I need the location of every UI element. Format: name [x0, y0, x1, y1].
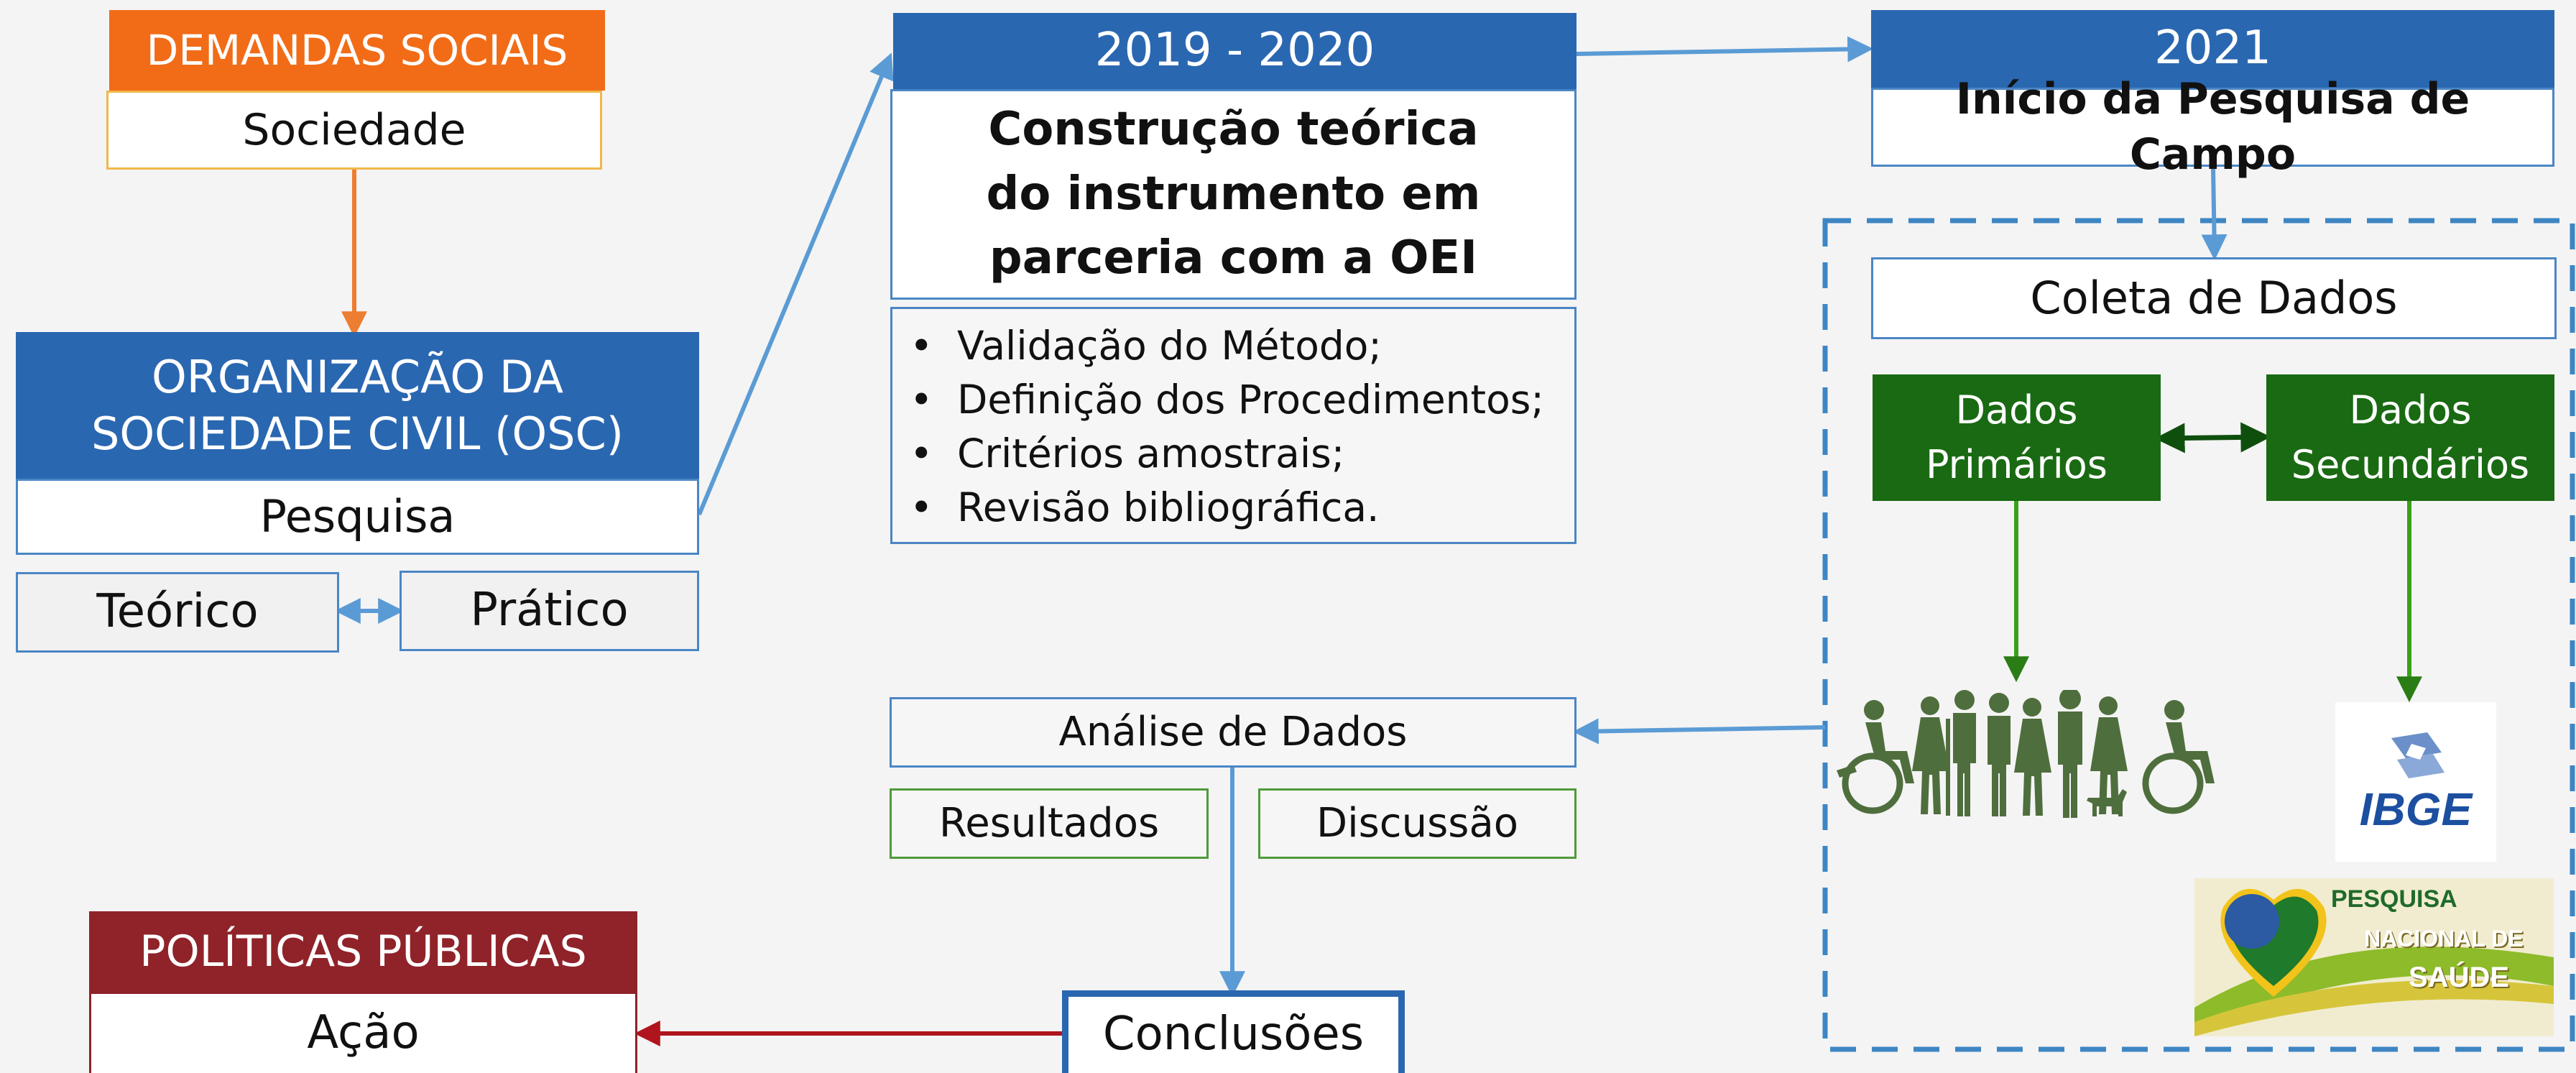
bullet-item: Definição dos Procedimentos; [910, 373, 1567, 427]
bullet-item: Validação do Método; [910, 319, 1567, 373]
conclusoes-box: Conclusões [1062, 990, 1405, 1073]
pns-logo-line3: SAÚDE [2409, 962, 2510, 993]
period-2019-2020-header: 2019 - 2020 [893, 13, 1576, 89]
acao-box: Ação [89, 992, 637, 1073]
ibge-logo: IBGE [2335, 702, 2496, 862]
bullet-item: Critérios amostrais; [910, 427, 1567, 481]
pns-logo-line1: PESQUISA [2331, 885, 2457, 913]
bullet-item: Revisão bibliográfica. [910, 481, 1567, 535]
resultados-box: Resultados [890, 788, 1209, 859]
discussao-box: Discussão [1258, 788, 1576, 859]
pesquisa-box: Pesquisa [16, 479, 699, 555]
ibge-emblem-icon [2391, 732, 2445, 778]
method-bullet-list: Validação do Método; Definição dos Proce… [890, 307, 1576, 544]
pns-logo-line2: NACIONAL DE [2364, 926, 2524, 952]
pns-heart-icon [2194, 888, 2554, 1036]
dados-primarios-box: Dados Primários [1873, 374, 2161, 501]
people-with-disabilities-icon [1837, 690, 2215, 818]
pratico-box: Prático [400, 571, 699, 651]
pesquisa-nacional-saude-logo: PESQUISA NACIONAL DE SAÚDE [2194, 878, 2554, 1036]
politicas-publicas-header: POLÍTICAS PÚBLICAS [89, 911, 637, 992]
teorico-box: Teórico [16, 572, 339, 653]
inicio-pesquisa-campo-box: Início da Pesquisa de Campo [1871, 74, 2554, 180]
ibge-logo-text: IBGE [2359, 783, 2473, 835]
analise-de-dados-box: Análise de Dados [890, 697, 1576, 768]
construcao-teorica-box: Construção teórica do instrumento em par… [890, 89, 1576, 300]
demandas-sociais-header: DEMANDAS SOCIAIS [109, 10, 605, 91]
coleta-de-dados-box: Coleta de Dados [1871, 257, 2557, 339]
sociedade-box: Sociedade [106, 91, 602, 170]
osc-header: ORGANIZAÇÃO DA SOCIEDADE CIVIL (OSC) [16, 332, 699, 479]
dados-secundarios-box: Dados Secundários [2266, 374, 2554, 501]
year-2021-header: 2021 [1871, 10, 2554, 88]
